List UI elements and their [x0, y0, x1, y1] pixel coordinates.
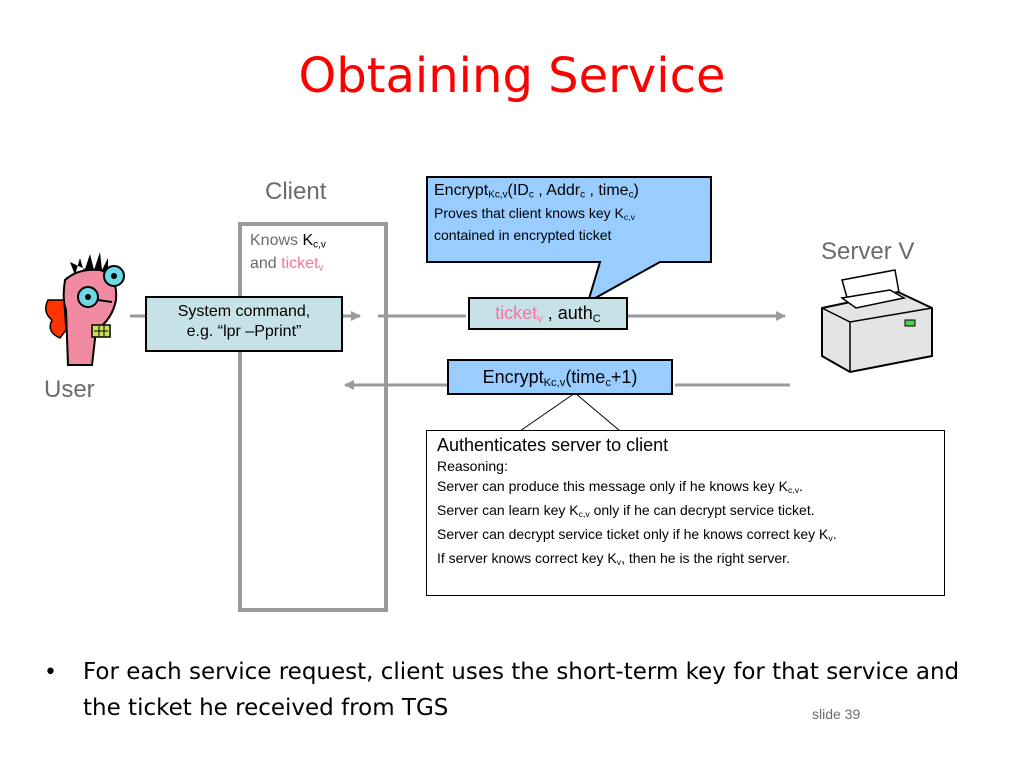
printer-icon [821, 269, 933, 374]
auth-heading: Authenticates server to client [437, 435, 669, 455]
auth-line-1: Server can produce this message only if … [437, 478, 803, 496]
callout-bubble [426, 176, 712, 305]
user-label: User [44, 376, 95, 403]
ticket-auth-message: ticketv , authC [468, 297, 628, 330]
callout-text: EncryptKc,v(IDc , Addrc , timec) Proves … [434, 182, 639, 243]
encrypted-reply-message: EncryptKc,v(timec+1) [447, 359, 673, 395]
auth-pointer-left [519, 392, 576, 432]
auth-line-3: Server can decrypt service ticket only i… [437, 526, 837, 544]
user-figure-icon [45, 252, 125, 366]
auth-line-4: If server knows correct key Kv, then he … [437, 550, 790, 568]
client-box [238, 222, 388, 612]
auth-pointer-right [574, 392, 621, 432]
client-knows: Knows Kc,v and ticketv [250, 232, 326, 274]
bullet-text: For each service request, client uses th… [83, 659, 960, 721]
auth-line-2: Server can learn key Kc,v only if he can… [437, 502, 815, 520]
auth-explanation-box: Authenticates server to client Reasoning… [426, 430, 945, 596]
system-command-box: System command, e.g. “lpr –Pprint” [145, 296, 343, 352]
server-label: Server V [821, 238, 915, 265]
client-label: Client [265, 178, 327, 205]
auth-reasoning: Reasoning: [437, 458, 508, 474]
slide-title: Obtaining Service [298, 48, 726, 104]
slide-number: slide 39 [812, 706, 861, 722]
bullet-marker: • [44, 660, 57, 685]
